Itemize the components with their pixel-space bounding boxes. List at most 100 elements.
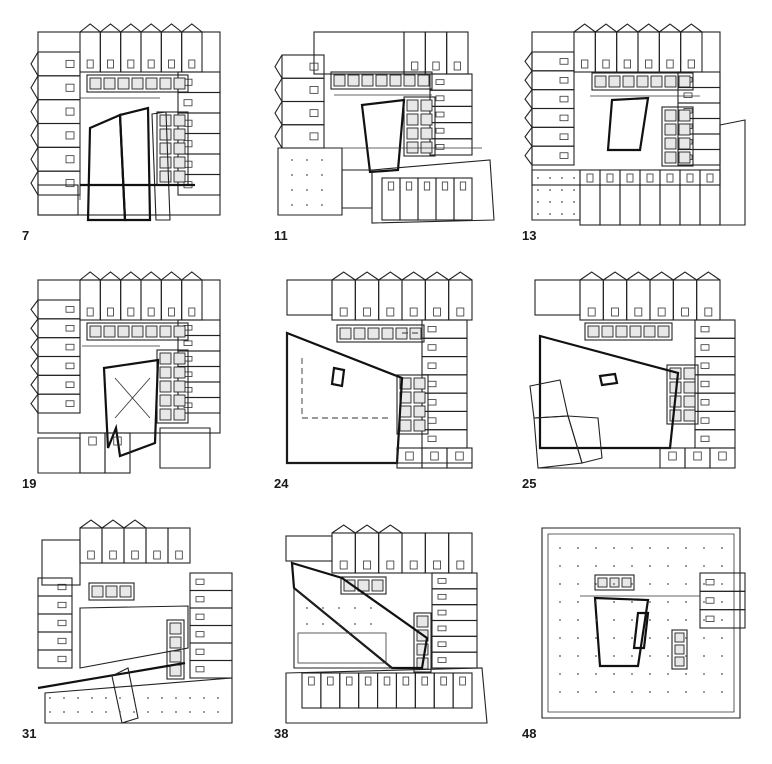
- column-dot: [631, 637, 633, 639]
- bay-window: [30, 123, 39, 148]
- column-dot: [613, 583, 615, 585]
- column-dot: [595, 673, 597, 675]
- balcony-top: [109, 550, 117, 560]
- balcony-top: [687, 59, 695, 69]
- balcony-top: [339, 560, 348, 570]
- column-dot: [685, 547, 687, 549]
- diagonal-slab: [37, 661, 186, 690]
- elevator-cell: [669, 367, 682, 380]
- plan-11-drawing: [274, 31, 495, 224]
- core-strip: [330, 71, 433, 90]
- plan-25: 25: [520, 268, 760, 508]
- unit-bottom: [709, 447, 736, 469]
- balcony-bottom: [421, 676, 429, 686]
- unit-bottom: [320, 672, 341, 709]
- unit-bottom: [301, 672, 322, 709]
- elevator-cell: [406, 113, 419, 126]
- unit-top: [424, 31, 448, 75]
- column-dot: [291, 159, 293, 161]
- bay-window: [274, 101, 283, 126]
- bay-window: [30, 337, 39, 357]
- column-dot: [631, 619, 633, 621]
- column-dot: [613, 619, 615, 621]
- core-strip: [336, 324, 425, 343]
- column-dot: [338, 607, 340, 609]
- balcony-bottom: [441, 181, 449, 191]
- balcony-right: [700, 399, 710, 406]
- unit-top: [680, 31, 703, 73]
- column-dot: [667, 583, 669, 585]
- unit-right: [431, 572, 478, 590]
- balcony-right: [435, 95, 445, 102]
- balcony-bottom: [383, 676, 391, 686]
- elevator-cell: [601, 325, 614, 338]
- balcony-bottom: [345, 676, 353, 686]
- column-dot: [561, 201, 563, 203]
- lower-wing: [719, 119, 746, 226]
- elevator-cell: [636, 75, 649, 88]
- corner-unit: [37, 184, 79, 216]
- unit-bottom: [452, 672, 473, 709]
- elevator-cell: [375, 74, 388, 87]
- unit-bottom: [699, 169, 721, 226]
- bay-window: [274, 77, 283, 102]
- unit-bottom: [579, 169, 601, 226]
- column-dot: [306, 607, 308, 609]
- podium: [44, 677, 233, 724]
- unit-bottom: [435, 177, 455, 221]
- balcony-left: [65, 83, 75, 92]
- plan-25-drawing: [529, 271, 736, 469]
- column-dot: [63, 697, 65, 699]
- balcony-right: [437, 641, 447, 648]
- bay-window: [140, 271, 162, 281]
- balcony-right: [195, 666, 205, 673]
- elevator-cell: [664, 137, 677, 150]
- column-dot: [721, 673, 723, 675]
- elevator-cell: [683, 381, 696, 394]
- balcony-right: [435, 111, 445, 118]
- balcony-bottom: [402, 676, 410, 686]
- column-dot: [217, 711, 219, 713]
- column-dot: [306, 623, 308, 625]
- elevator-cell: [159, 408, 172, 421]
- balcony-bottom: [327, 676, 334, 686]
- column-dot: [721, 619, 723, 621]
- unit-top: [696, 279, 721, 321]
- unit-top: [594, 31, 618, 73]
- balcony-right: [705, 579, 715, 586]
- elevator-cell: [403, 74, 416, 87]
- column-dot: [561, 177, 563, 179]
- column-dot: [721, 691, 723, 693]
- column-dot: [291, 174, 293, 176]
- column-dot: [649, 583, 651, 585]
- balcony-top: [188, 59, 196, 69]
- elevator-cell: [406, 141, 419, 154]
- elevator-cell: [145, 77, 158, 90]
- balcony-top: [168, 59, 175, 69]
- column-dot: [549, 213, 551, 215]
- unit-bottom: [619, 169, 641, 226]
- column-dot: [559, 691, 561, 693]
- unit-bottom: [339, 672, 360, 709]
- unit-top: [616, 31, 639, 73]
- column-dot: [595, 565, 597, 567]
- elevator-cell: [357, 579, 370, 592]
- elevator-cell: [678, 137, 691, 150]
- column-dot: [685, 619, 687, 621]
- plan-25-label: 25: [522, 476, 537, 491]
- balcony-top: [456, 307, 465, 317]
- column-dot: [537, 177, 539, 179]
- core-grid: [396, 374, 429, 435]
- plan-19: 19: [20, 268, 260, 508]
- elevator-cell: [173, 77, 186, 90]
- column-dot: [667, 565, 669, 567]
- elevator-cell: [678, 109, 691, 122]
- plan-48-drawing: [541, 527, 746, 719]
- core-grid: [671, 629, 688, 670]
- column-dot: [147, 697, 149, 699]
- elevator-cell: [678, 75, 691, 88]
- column-dot: [667, 619, 669, 621]
- elevator-cell: [173, 366, 186, 379]
- balcony-bottom: [606, 173, 614, 183]
- column-dot: [577, 637, 579, 639]
